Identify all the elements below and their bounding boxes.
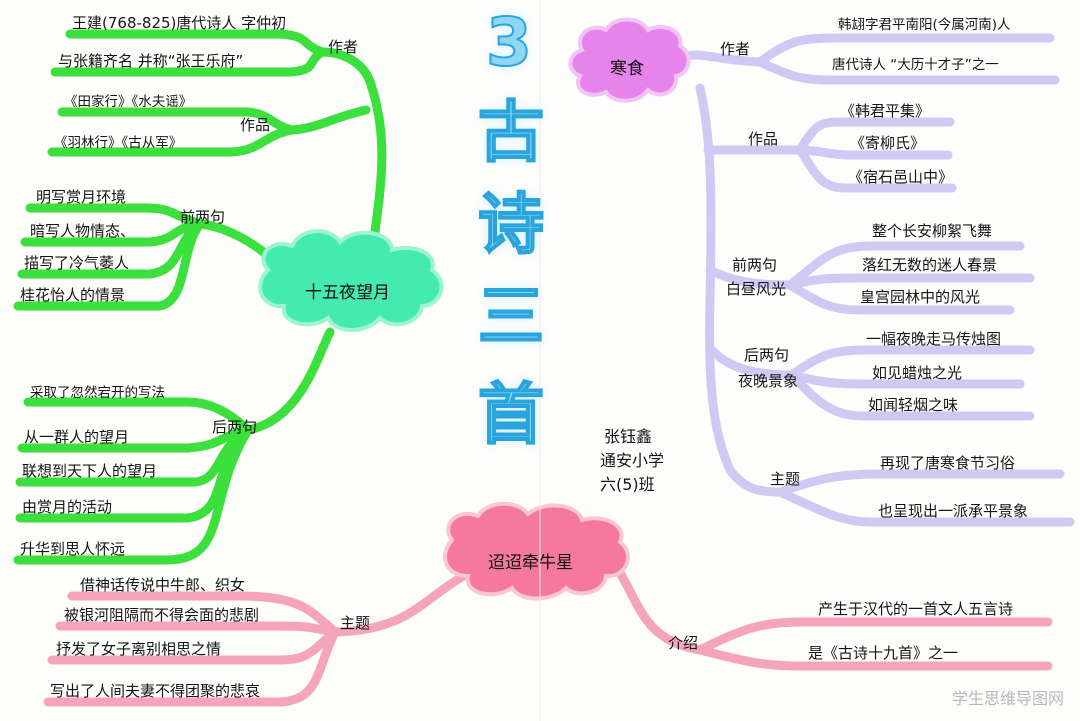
cloud-tiaotiao [443,501,630,601]
poem2-author-item-2: 唐代诗人 “大历十才子”之一 [832,57,999,73]
poem2-author-label: 作者 [720,40,751,58]
poem1-first-item-1: 明写赏月环境 [36,188,127,206]
poem2-last-label-2: 夜晚景象 [738,372,799,390]
pink-branches [43,555,1053,707]
poem1-last-item-2: 从一群人的望月 [24,428,130,446]
cloud-shiwu [258,229,444,332]
poem2-theme-label: 主题 [770,470,801,488]
poem1-last-item-1: 采取了忽然宕开的写法 [30,385,165,401]
author-name: 张钰鑫 [604,427,653,446]
poem1-first-item-4: 桂花怡人的情景 [20,286,126,304]
poem3-theme-item-3: 抒发了女子离别相思之情 [56,640,222,658]
poem2-works-item-1: 《韩君平集》 [840,102,931,120]
poem3-title: 迢迢牵牛星 [488,553,573,573]
poem2-works-label: 作品 [748,130,779,148]
cloud-hanshi [568,17,691,103]
poem2-theme-item-1: 再现了唐寒食节习俗 [880,454,1016,472]
green-branches [13,29,387,565]
title-char-3: 诗 [477,186,545,263]
poem2-works-item-2: 《寄柳氏》 [850,134,926,152]
poem2-last-item-1: 一幅夜晚走马传烛图 [866,330,1002,348]
poem1-title: 十五夜望月 [305,283,390,303]
poem2-first-label-1: 前两句 [732,256,778,274]
poem2-last-item-2: 如见蜡烛之光 [872,364,963,382]
poem3-intro-item-1: 产生于汉代的一首文人五言诗 [818,600,1014,618]
poem1-last-label: 后两句 [212,418,258,436]
watermark: 学生思维导图网 [951,689,1064,708]
poem1-last-item-4: 由赏月的活动 [22,498,113,516]
poem2-author-item-1: 韩翃字君平南阳(今属河南)人 [838,17,1011,33]
poem3-intro-item-2: 是《古诗十九首》之一 [808,644,959,662]
poem2-last-item-3: 如闻轻烟之味 [868,396,959,414]
author-class: 六(5)班 [600,475,655,494]
poem1-author-label: 作者 [328,38,359,56]
poem1-author-item-2: 与张籍齐名 并称“张王乐府” [58,52,244,70]
poem2-first-item-2: 落红无数的迷人春景 [862,256,998,274]
poem1-works-item-1: 《田家行》《水夫谣》 [64,94,193,110]
author-school: 通安小学 [600,451,665,470]
poem3-theme-item-2: 被银河阻隔而不得会面的悲剧 [64,606,260,624]
poem1-author-item-1: 王建(768-825)唐代诗人 字仲初 [72,14,287,32]
poem1-last-item-5: 升华到思人怀远 [20,540,126,558]
poem1-works-label: 作品 [240,116,271,134]
title-char-2: 古 [477,94,545,171]
poem3-intro-label: 介绍 [668,634,699,652]
poem3-theme-item-1: 借神话传说中牛郎、织女 [80,576,246,594]
poem1-works-item-2: 《羽林行》《古从军》 [54,135,183,151]
poem2-last-label-1: 后两句 [744,346,790,364]
poem2-first-item-3: 皇宫园林中的风光 [860,288,981,306]
title-char-4: 三 [477,278,545,355]
poem1-first-label: 前两句 [180,208,226,226]
poem1-first-item-3: 描写了冷气萎人 [24,254,130,272]
poem2-works-item-3: 《宿石邑山中》 [848,168,954,186]
title-char-1: 3 [485,4,533,81]
poem2-first-item-1: 整个长安柳絮飞舞 [872,222,993,240]
poem3-theme-item-4: 写出了人间夫妻不得团聚的悲哀 [50,682,261,700]
title-char-5: 首 [477,376,545,453]
poem2-title: 寒食 [610,59,644,79]
poem3-theme-label: 主题 [340,614,371,632]
poem2-theme-item-2: 也呈现出一派承平景象 [878,502,1029,520]
poem1-first-item-2: 暗写人物情态、 [30,222,136,240]
lavender-branches [675,33,1075,527]
poem2-first-label-2: 白昼风光 [726,280,787,298]
poem1-last-item-3: 联想到天下人的望月 [22,462,158,480]
